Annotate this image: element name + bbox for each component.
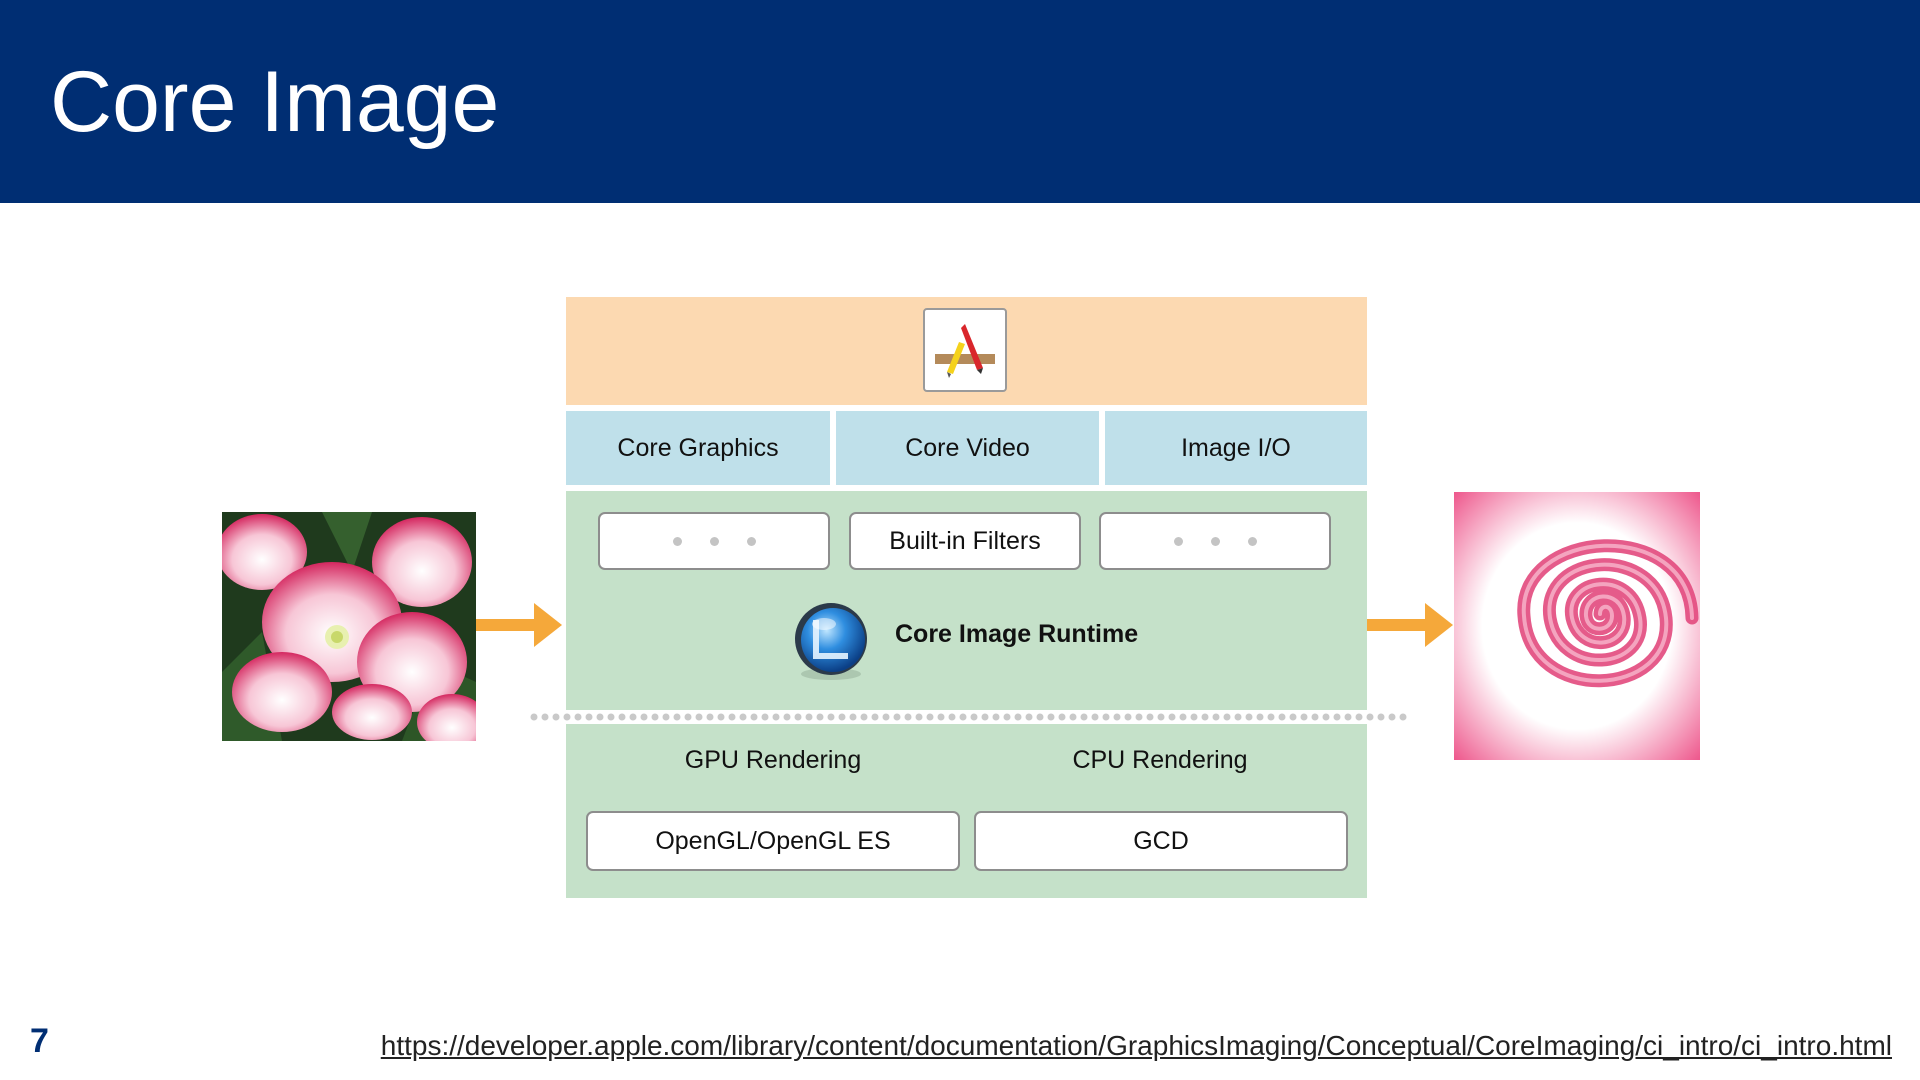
- gpu-rendering-label: GPU Rendering: [684, 746, 862, 774]
- built-in-filters-label: Built-in Filters: [889, 526, 1041, 555]
- source-link[interactable]: https://developer.apple.com/library/cont…: [380, 1030, 1892, 1061]
- ellipsis-dot: [1173, 536, 1183, 546]
- custom-filters-left: [598, 512, 830, 570]
- core-image-runtime-icon: [795, 603, 867, 680]
- framework-image-io: Image I/O: [1105, 411, 1367, 485]
- slide-header: Core Image: [0, 0, 1920, 203]
- output-swirl-image: [1454, 492, 1700, 760]
- dotted-divider: [530, 713, 1410, 721]
- ellipsis-dot: [746, 536, 756, 546]
- frameworks-row: Core Graphics Core Video Image I/O: [566, 411, 1367, 485]
- built-in-filters-box: Built-in Filters: [849, 512, 1081, 570]
- opengl-label: OpenGL/OpenGL ES: [655, 826, 891, 855]
- cpu-rendering-label: CPU Rendering: [1072, 746, 1248, 774]
- framework-core-graphics: Core Graphics: [566, 411, 830, 485]
- ellipsis-dot: [672, 536, 682, 546]
- opengl-box: OpenGL/OpenGL ES: [586, 811, 960, 871]
- runtime-label: Core Image Runtime: [895, 620, 1139, 648]
- gcd-label: GCD: [1133, 826, 1189, 855]
- framework-label: Core Video: [905, 433, 1030, 462]
- framework-label: Core Graphics: [617, 433, 779, 462]
- ellipsis-dot: [709, 536, 719, 546]
- gcd-box: GCD: [974, 811, 1348, 871]
- ellipsis-dot: [1210, 536, 1220, 546]
- framework-core-video: Core Video: [836, 411, 1099, 485]
- ellipsis-dot: [1247, 536, 1257, 546]
- page-number: 7: [30, 1022, 49, 1060]
- slide-title: Core Image: [50, 54, 500, 150]
- xcode-app-icon: [923, 308, 1007, 392]
- custom-filters-right: [1099, 512, 1331, 570]
- input-flower-image: [222, 512, 476, 741]
- input-arrow-icon: [476, 603, 562, 647]
- framework-label: Image I/O: [1181, 433, 1291, 462]
- output-arrow-icon: [1367, 603, 1453, 647]
